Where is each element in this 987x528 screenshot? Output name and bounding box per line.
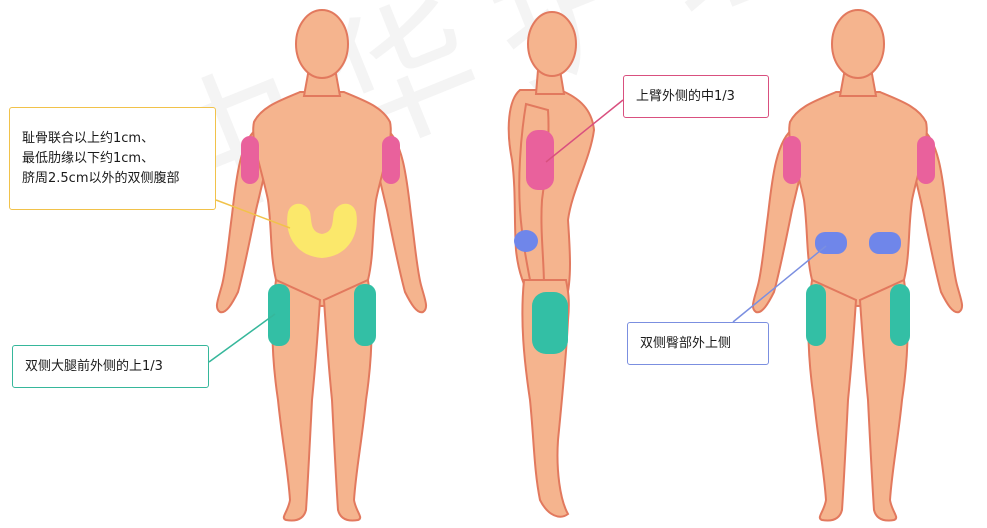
callout-abdomen-line-2: 最低肋缘以下约1cm、 <box>22 150 155 166</box>
front-body-figure <box>215 9 428 522</box>
back-body-figure <box>751 9 964 522</box>
side-buttock-zone <box>514 230 538 252</box>
leader-line-thigh <box>208 313 276 363</box>
front-head <box>295 9 349 79</box>
leader-line-abdomen <box>215 199 291 229</box>
leader-line-arm <box>545 99 624 163</box>
front-abdomen-zone <box>287 203 357 258</box>
back-right-buttock-zone <box>869 232 901 254</box>
callout-abdomen-line-1: 耻骨联合以上约1cm、 <box>22 130 155 146</box>
front-left-thigh-zone <box>268 284 290 346</box>
back-head <box>831 9 885 79</box>
back-torso <box>788 91 928 308</box>
callout-abdomen: 耻骨联合以上约1cm、 最低肋缘以下约1cm、 脐周2.5cm以外的双侧腹部 <box>9 107 216 210</box>
side-body-figure <box>507 11 596 518</box>
front-torso <box>252 91 392 308</box>
back-left-arm-zone <box>783 136 801 184</box>
side-arm-zone <box>526 130 554 190</box>
callout-thigh: 双侧大腿前外侧的上1/3 <box>12 345 209 388</box>
back-left-thigh-zone <box>806 284 826 346</box>
side-head <box>527 11 577 77</box>
leader-line-buttock <box>732 245 827 323</box>
callout-buttock-label: 双侧臀部外上侧 <box>640 335 732 351</box>
front-right-thigh-zone <box>354 284 376 346</box>
callout-arm: 上臂外侧的中1/3 <box>623 75 769 118</box>
front-right-arm-zone <box>382 136 400 184</box>
callout-abdomen-line-3: 脐周2.5cm以外的双侧腹部 <box>22 170 180 186</box>
front-left-arm-zone <box>241 136 259 184</box>
back-right-arm-zone <box>917 136 935 184</box>
side-thigh-zone <box>532 292 568 354</box>
callout-thigh-label: 双侧大腿前外侧的上1/3 <box>25 358 163 374</box>
back-right-thigh-zone <box>890 284 910 346</box>
callout-buttock: 双侧臀部外上侧 <box>627 322 769 365</box>
callout-arm-label: 上臂外侧的中1/3 <box>636 88 735 104</box>
